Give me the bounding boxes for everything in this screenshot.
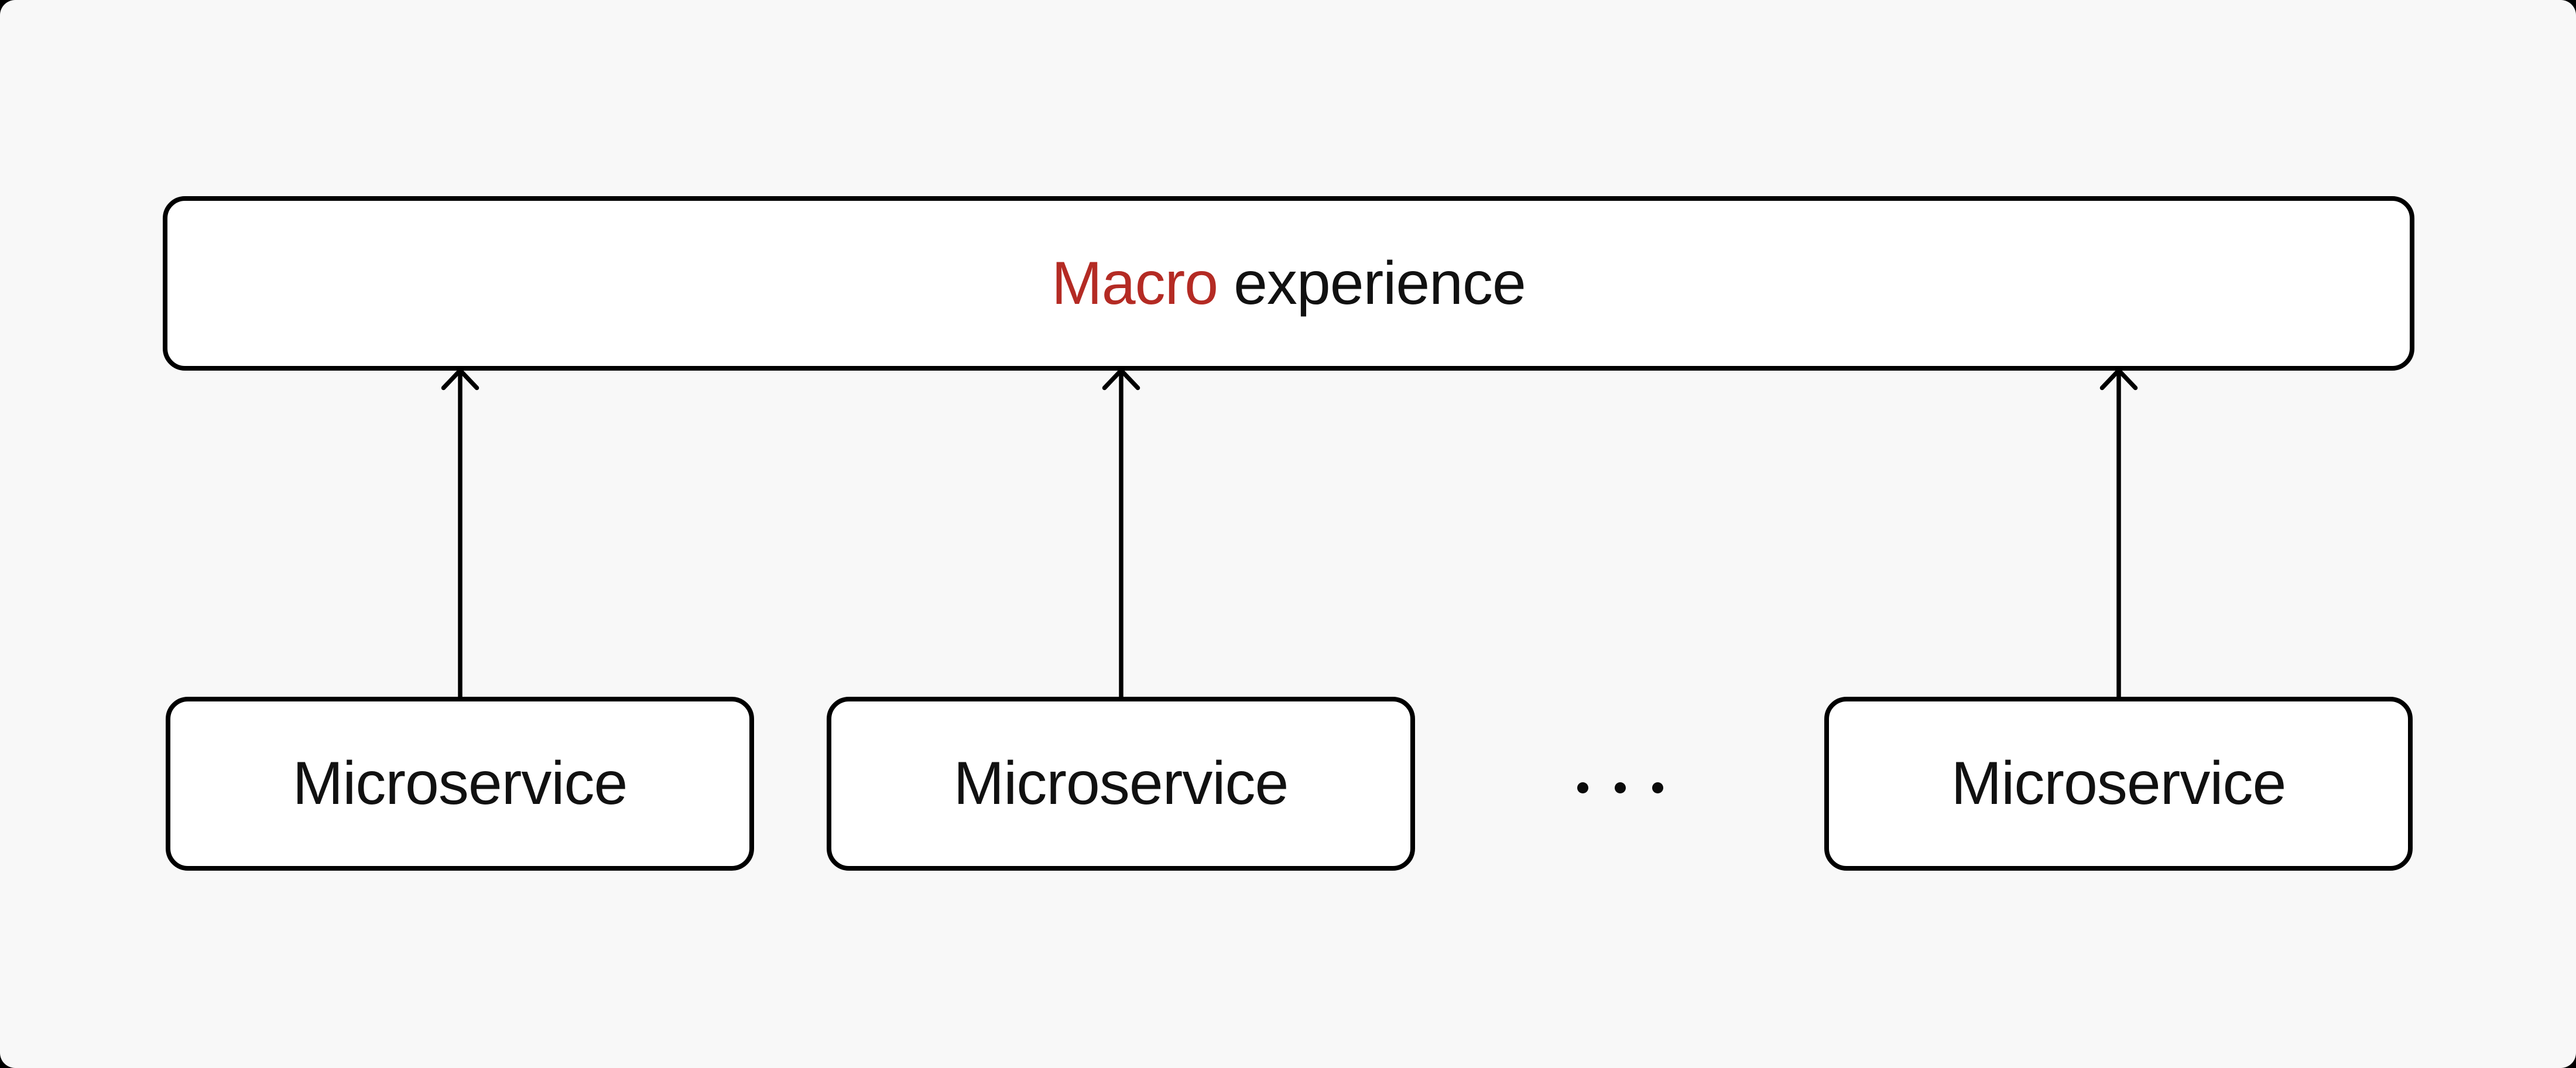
macro-experience-box: Macro experience [163, 196, 2414, 371]
ellipsis-dot [1652, 782, 1663, 793]
microservice-box-2-label: Microservice [953, 749, 1289, 817]
microservice-box-1: Microservice [166, 697, 754, 871]
arrow-up-3 [2095, 366, 2142, 699]
ellipsis-dot [1615, 782, 1626, 793]
macro-title-rest: experience [1234, 249, 1526, 317]
arrow-up-icon [1102, 368, 1140, 698]
microservice-box-2: Microservice [827, 697, 1415, 871]
ellipsis-dot [1577, 782, 1588, 793]
microservice-box-3: Microservice [1824, 697, 2413, 871]
microservice-box-3-label: Microservice [1951, 749, 2287, 817]
microservice-box-1-label: Microservice [292, 749, 628, 817]
arrow-up-icon [2099, 368, 2138, 698]
macro-experience-title: Macro experience [1051, 249, 1526, 319]
arrow-up-2 [1098, 366, 1145, 699]
arrow-up-1 [437, 366, 484, 699]
arrow-up-icon [441, 368, 479, 698]
macro-title-highlight: Macro [1051, 249, 1218, 317]
ellipsis [1577, 782, 1663, 793]
